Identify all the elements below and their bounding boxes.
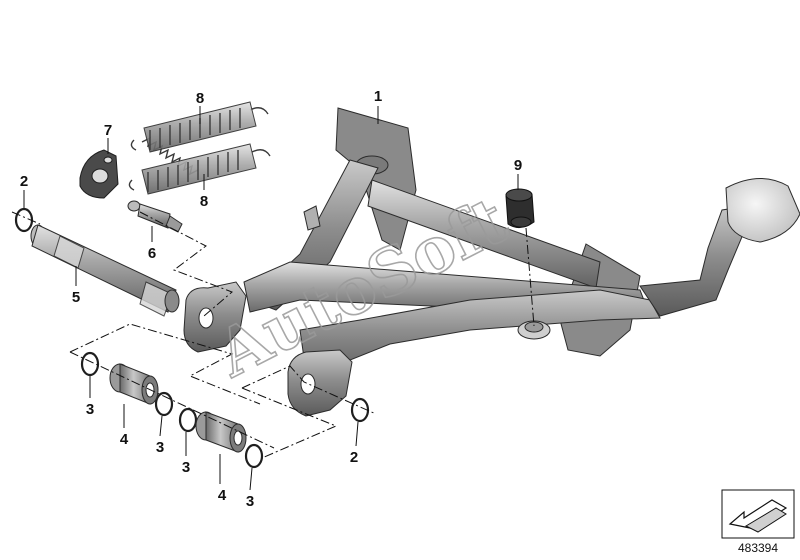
corner-arrow-icon [721, 489, 795, 539]
callout-2-top: 2 [20, 173, 28, 190]
washer-b [154, 391, 174, 417]
upper-spring [130, 101, 269, 176]
document-number: 483394 [737, 541, 779, 555]
bushing-a [109, 363, 159, 405]
bushing-b [195, 411, 247, 453]
lower-spring [128, 143, 271, 195]
main-stand [183, 107, 800, 417]
leader-lines [23, 106, 519, 491]
callout-1: 1 [374, 88, 382, 105]
spring-bracket [79, 149, 119, 199]
washer-c [178, 407, 198, 433]
callout-3-d: 3 [246, 493, 254, 510]
circlip-bottom [350, 397, 370, 423]
callout-9: 9 [514, 157, 522, 174]
callout-6: 6 [148, 245, 156, 262]
callout-7: 7 [104, 122, 112, 139]
circlip-top [14, 207, 34, 233]
assembly-axes [11, 211, 535, 459]
callout-8-top: 8 [196, 90, 204, 107]
rubber-stop [505, 188, 535, 228]
callout-2-bottom: 2 [350, 449, 358, 466]
stop-pin [127, 200, 183, 233]
callout-4-b: 4 [218, 487, 227, 504]
washer-a [80, 351, 100, 377]
callout-8-bottom: 8 [200, 193, 208, 210]
callouts: 1 2 2 3 3 3 3 4 4 5 6 7 8 8 9 [20, 88, 522, 510]
callout-4-a: 4 [120, 431, 129, 448]
callout-3-b: 3 [156, 439, 164, 456]
pivot-shaft [30, 224, 180, 317]
callout-5: 5 [72, 289, 80, 306]
callout-3-c: 3 [182, 459, 190, 476]
washer-d [244, 443, 264, 469]
callout-3-a: 3 [86, 401, 94, 418]
